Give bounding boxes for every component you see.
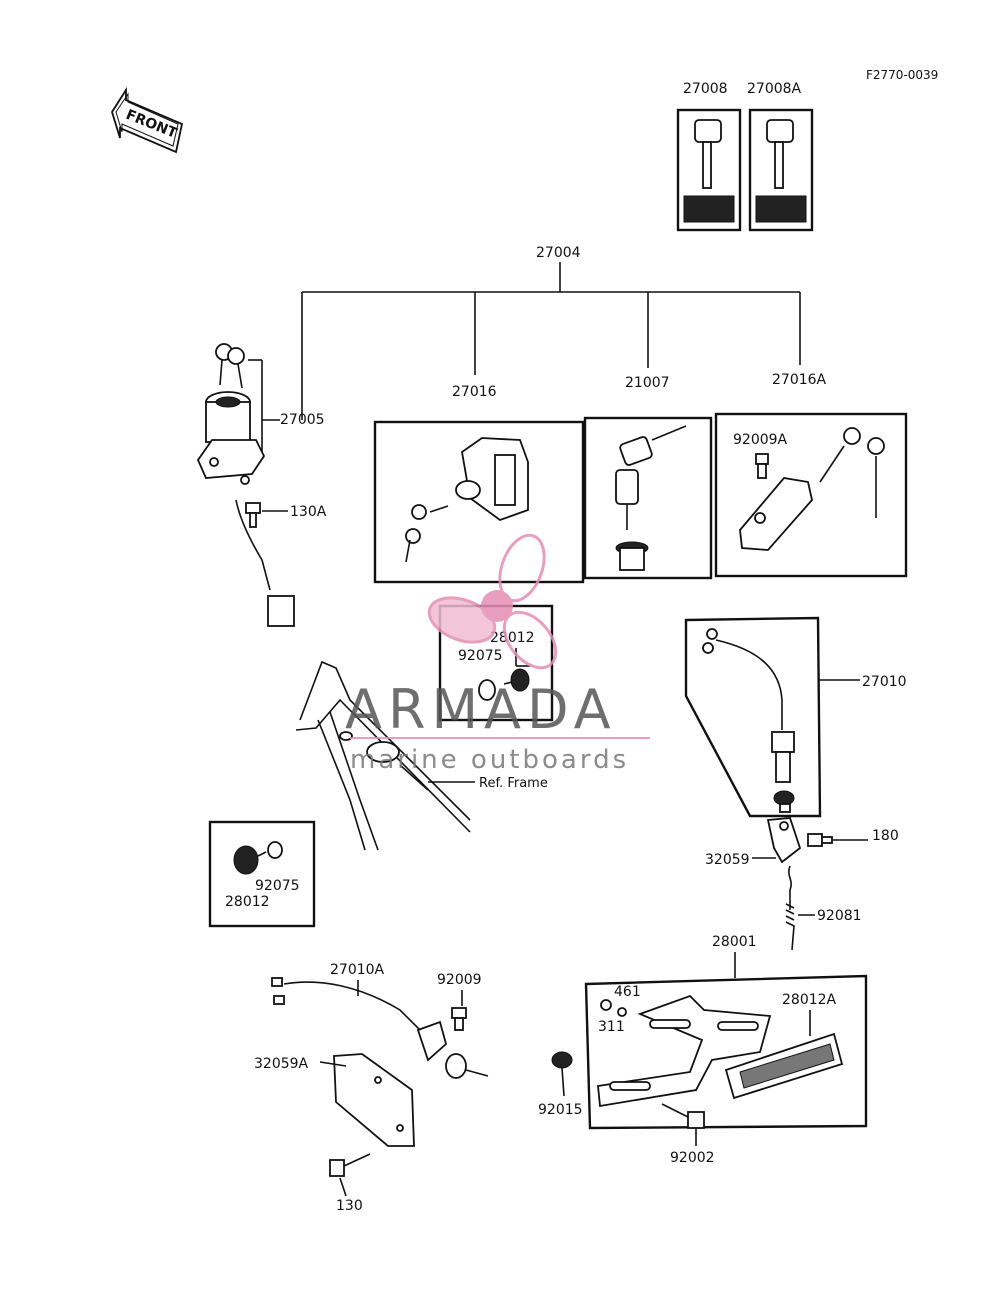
screw-180 bbox=[807, 833, 868, 847]
label-130A: 130A bbox=[290, 504, 327, 520]
key-card-27008 bbox=[676, 108, 742, 232]
label-92009A: 92009A bbox=[733, 432, 788, 448]
label-92009: 92009 bbox=[437, 972, 482, 988]
watermark-brand: ARMADA bbox=[345, 678, 617, 741]
reflector-28012A bbox=[724, 1010, 844, 1100]
spring-92081 bbox=[785, 865, 815, 951]
label-21007: 21007 bbox=[625, 375, 670, 391]
label-27016: 27016 bbox=[452, 384, 497, 400]
bracket-32059A bbox=[319, 1053, 415, 1147]
label-92075-center: 92075 bbox=[458, 648, 503, 664]
cap-27016A bbox=[739, 427, 885, 551]
box-28012-left bbox=[208, 820, 316, 928]
label-27008A: 27008A bbox=[747, 81, 802, 97]
label-180: 180 bbox=[872, 828, 899, 844]
label-27008: 27008 bbox=[683, 81, 728, 97]
box-28001 bbox=[584, 974, 868, 1130]
label-27005: 27005 bbox=[280, 412, 325, 428]
label-92002: 92002 bbox=[670, 1150, 715, 1166]
box-27016 bbox=[373, 420, 585, 584]
label-461: 461 bbox=[614, 984, 641, 1000]
diagram-code: F2770-0039 bbox=[866, 68, 938, 82]
label-32059: 32059 bbox=[705, 852, 750, 868]
plug-28012-left bbox=[233, 841, 283, 875]
bracket-32059 bbox=[752, 817, 802, 864]
screw-130A bbox=[245, 502, 288, 528]
label-32059A: 32059A bbox=[254, 1056, 309, 1072]
label-27010A: 27010A bbox=[330, 962, 385, 978]
plug-28012-center bbox=[478, 648, 530, 701]
frame-reference bbox=[295, 660, 475, 851]
switch-27010A bbox=[271, 977, 489, 1079]
label-92075-left: 92075 bbox=[255, 878, 300, 894]
nut-92015 bbox=[551, 1051, 573, 1097]
label-311: 311 bbox=[598, 1019, 625, 1035]
label-92015: 92015 bbox=[538, 1102, 583, 1118]
bolt-92002 bbox=[661, 1103, 705, 1146]
label-27016A: 27016A bbox=[772, 372, 827, 388]
switch-27010 bbox=[702, 628, 860, 813]
label-28012-center: 28012 bbox=[490, 630, 535, 646]
label-27010: 27010 bbox=[862, 674, 907, 690]
label-28012A: 28012A bbox=[782, 992, 837, 1008]
screw-130 bbox=[329, 1153, 371, 1197]
leader-tree-27004 bbox=[301, 262, 801, 420]
label-92081: 92081 bbox=[817, 908, 862, 924]
bracket-28001 bbox=[597, 994, 772, 1108]
lock-21007 bbox=[615, 425, 687, 571]
label-130: 130 bbox=[336, 1198, 363, 1214]
front-arrow-icon: FRONT bbox=[111, 86, 184, 154]
box-27016A bbox=[714, 412, 908, 578]
box-27010 bbox=[684, 616, 822, 818]
ref-frame-label: Ref. Frame bbox=[479, 776, 548, 791]
key-card-27008A bbox=[748, 108, 814, 232]
box-21007 bbox=[583, 416, 713, 580]
lock-27016 bbox=[405, 437, 529, 563]
label-28001: 28001 bbox=[712, 934, 757, 950]
label-27004: 27004 bbox=[536, 245, 581, 261]
propeller-logo-icon bbox=[427, 533, 558, 670]
label-28012-left: 28012 bbox=[225, 894, 270, 910]
watermark-tagline: marine outboards bbox=[350, 745, 629, 775]
armada-watermark: ARMADA marine outboards bbox=[345, 533, 650, 775]
ignition-switch-27005 bbox=[196, 343, 295, 627]
